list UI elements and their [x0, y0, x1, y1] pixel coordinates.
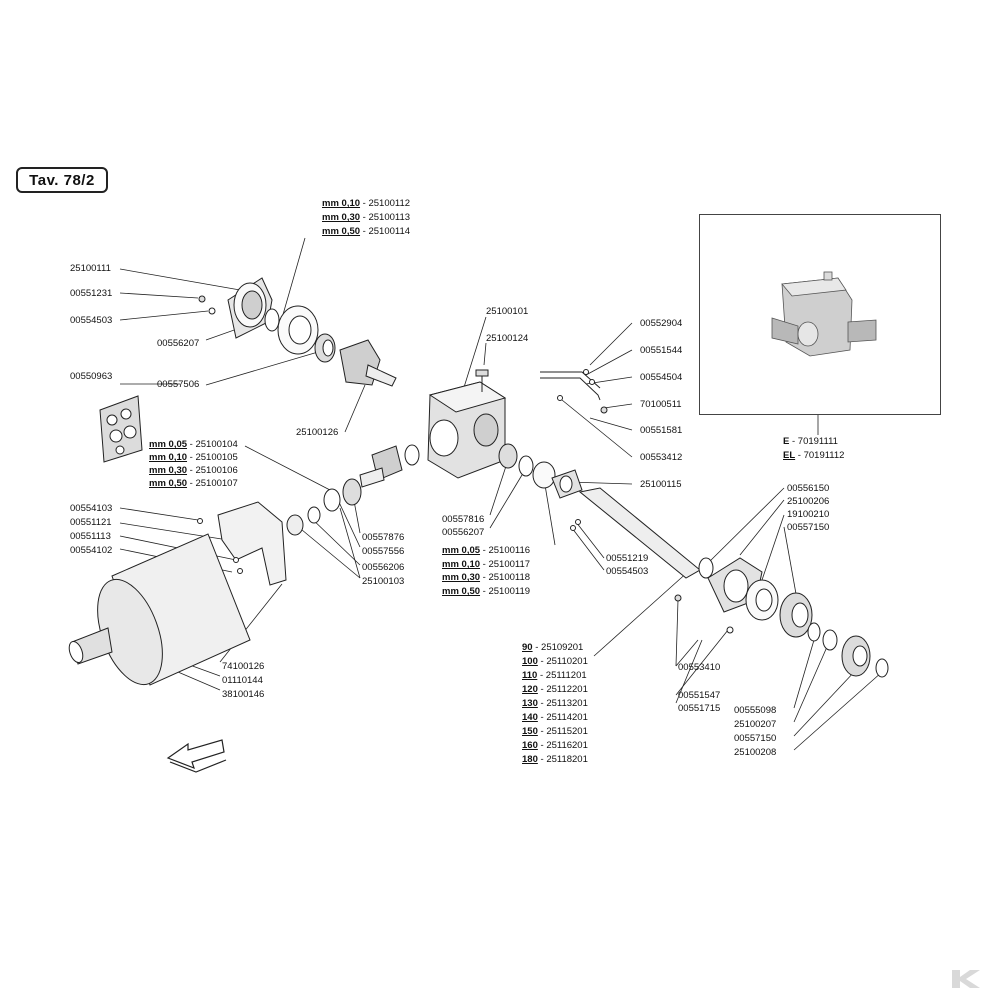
- shim-row: mm 0,30 - 25100118: [442, 572, 531, 583]
- bracket-70100511: [540, 371, 601, 401]
- shaft-length-row: 150 - 25115201: [522, 726, 588, 737]
- guard-plate: [217, 501, 287, 586]
- part-label: 00554504: [640, 372, 683, 383]
- output-shaft: [570, 487, 701, 579]
- shim-row: mm 0,50 - 25100107: [149, 478, 238, 489]
- inset-frame: [699, 214, 941, 415]
- bearing-right-1: [779, 592, 813, 638]
- shaft-length-row: 100 - 25110201: [522, 656, 588, 667]
- shaft-length-row: 160 - 25116201: [522, 740, 588, 751]
- part-label: 00556207: [442, 527, 485, 538]
- pinion-gear-25100126: [359, 445, 403, 488]
- part-label: 25100208: [734, 747, 777, 758]
- direction-arrow-icon: [166, 739, 227, 773]
- part-label: 00556150: [787, 483, 830, 494]
- seal-kit-00550963: [99, 395, 143, 463]
- part-label: 00554503: [606, 566, 649, 577]
- shim-row: mm 0,50 - 25100114: [322, 226, 411, 237]
- inset-code-row: EL - 70191112: [783, 450, 845, 461]
- part-label: 00556207: [157, 338, 200, 349]
- part-label: 70100511: [640, 399, 682, 410]
- part-label: 00557150: [787, 522, 830, 533]
- shim-row: mm 0,05 - 25100116: [442, 545, 531, 556]
- shim-row: mm 0,30 - 25100113: [322, 212, 411, 223]
- part-label: 25100111: [70, 263, 111, 274]
- part-label: 01110144: [222, 675, 263, 686]
- shim-row: mm 0,10 - 25100117: [442, 559, 531, 570]
- part-label: 00551547: [678, 690, 721, 701]
- part-label: 00557556: [362, 546, 405, 557]
- part-label: 00554102: [70, 545, 113, 556]
- shim-row: mm 0,50 - 25100119: [442, 586, 531, 597]
- shim-row: mm 0,05 - 25100104: [149, 439, 238, 450]
- part-label: 00552904: [640, 318, 683, 329]
- shim-row: mm 0,10 - 25100112: [322, 198, 411, 209]
- part-label: 00551219: [606, 553, 649, 564]
- table-title: Tav. 78/2: [16, 167, 108, 193]
- part-label: 00551544: [640, 345, 683, 356]
- part-label: 00556206: [362, 562, 405, 573]
- part-label: 00551231: [70, 288, 113, 299]
- part-label: 00553410: [678, 662, 721, 673]
- part-label: 25100126: [296, 427, 339, 438]
- shim-row: mm 0,10 - 25100105: [149, 452, 238, 463]
- cylinder-guard-74100126: [68, 533, 251, 686]
- inset-code-row: E - 70191111: [783, 436, 838, 447]
- part-label: 25100207: [734, 719, 777, 730]
- part-label: 00557506: [157, 379, 200, 390]
- part-label: 00554503: [70, 315, 113, 326]
- part-label: 00551715: [678, 703, 721, 714]
- part-label: 00557150: [734, 733, 777, 744]
- part-label: 00550963: [70, 371, 113, 382]
- shaft-length-row: 90 - 25109201: [522, 642, 584, 653]
- inset-gearbox-picture: [771, 271, 877, 357]
- bearing-right-2: [841, 635, 871, 677]
- part-label: 19100210: [787, 509, 830, 520]
- shaft-length-row: 180 - 25118201: [522, 754, 588, 765]
- part-label: 00551121: [70, 517, 112, 528]
- part-label: 00555098: [734, 705, 777, 716]
- part-label: 25100115: [640, 479, 682, 490]
- parts: [68, 277, 889, 686]
- shim-gasket-top: [277, 305, 319, 355]
- shaft-length-row: 130 - 25113201: [522, 698, 588, 709]
- part-label: 00553412: [640, 452, 683, 463]
- shaft-length-row: 140 - 25114201: [522, 712, 588, 723]
- gearbox-housing-25100101: [427, 369, 507, 479]
- cover-25100115: [551, 469, 583, 499]
- part-label: 38100146: [222, 689, 265, 700]
- part-label: 74100126: [222, 661, 265, 672]
- shim-row: mm 0,30 - 25100106: [149, 465, 238, 476]
- bevel-gear-large: [339, 339, 397, 387]
- shaft-length-row: 120 - 25112201: [522, 684, 588, 695]
- bearing-cover-25100111: [227, 277, 273, 339]
- part-label: 00557816: [442, 514, 485, 525]
- part-label: 00554103: [70, 503, 113, 514]
- part-label: 25100101: [486, 306, 529, 317]
- bearing-00557506: [314, 333, 336, 363]
- watermark-logo-icon: [952, 970, 980, 988]
- shaft-length-row: 110 - 25111201: [522, 670, 587, 681]
- part-label: 00551581: [640, 425, 683, 436]
- part-label: 00551113: [70, 531, 111, 542]
- table-title-text: Tav. 78/2: [29, 171, 95, 189]
- part-label: 00557876: [362, 532, 405, 543]
- part-label: 25100206: [787, 496, 830, 507]
- part-label: 25100103: [362, 576, 405, 587]
- part-label: 25100124: [486, 333, 529, 344]
